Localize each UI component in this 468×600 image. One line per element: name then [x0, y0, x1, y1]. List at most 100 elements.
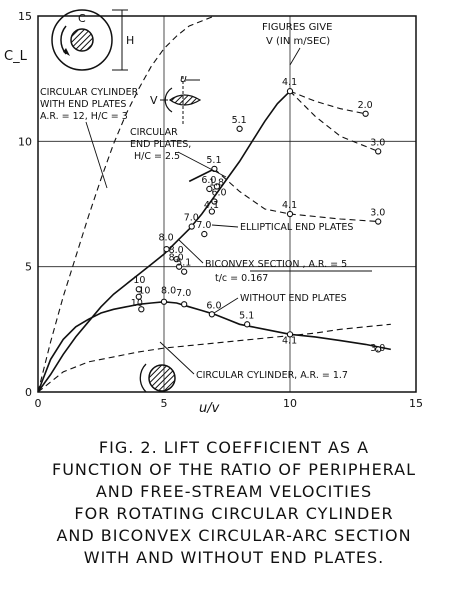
label-elliptical: ELLIPTICAL END PLATES: [240, 222, 353, 233]
data-point-6: [375, 218, 382, 225]
data-point-15: [175, 263, 183, 270]
x-tick-label-0: 0: [35, 397, 42, 410]
figures-note-line1: FIGURES GIVE: [262, 22, 332, 33]
caption-line-5: AND BICONVEX CIRCULAR-ARC SECTION: [56, 526, 412, 545]
x-tick-label-2: 10: [283, 397, 297, 410]
dim-c-label: C: [78, 12, 86, 25]
velocity-label-20: 8.0: [161, 285, 176, 296]
leader-circ-cylinder: [159, 341, 195, 375]
circular-cylinder-icon: [148, 364, 176, 392]
leader-circ-end-plates: [85, 121, 108, 189]
series-line-6: [289, 90, 379, 152]
y-tick-label-0: 0: [25, 386, 32, 399]
label-circular-end-plates-1: CIRCULAR: [130, 127, 178, 138]
biconvex-inset: u V: [150, 72, 202, 124]
dim-v-label: V: [150, 94, 158, 107]
end-plate-disc: [51, 9, 113, 71]
rotation-arrowhead-icon: [63, 48, 70, 56]
velocity-label-11: 7.0: [184, 213, 199, 224]
leader-lines: [85, 47, 372, 375]
velocity-label-12: 7.0: [196, 220, 211, 231]
data-point-11: [188, 223, 195, 230]
leader-elliptical: [211, 224, 239, 228]
data-point-16: [181, 268, 188, 275]
velocity-label-16: 5.1: [176, 258, 191, 269]
data-point-14: [173, 255, 180, 263]
velocity-label-24: 4.1: [282, 335, 297, 346]
circular-cylinder-inset: [139, 363, 176, 393]
caption-line-3: AND FREE-STREAM VELOCITIES: [95, 482, 373, 501]
data-point-3: [236, 125, 243, 132]
label-circ-end-plates-3: A.R. = 12, H/C = 3: [40, 111, 128, 122]
velocity-label-3: 5.1: [232, 115, 247, 126]
velocity-label-18: 10: [138, 285, 150, 296]
velocity-label-8: 1.8: [209, 177, 224, 188]
velocity-label-13: 8.0: [159, 233, 174, 244]
series-line-1: [37, 323, 391, 393]
figures-note-line2: V (IN m/SEC): [266, 36, 330, 47]
grid: [37, 15, 417, 393]
velocity-label-22: 6.0: [206, 300, 221, 311]
series-line-2: [37, 90, 291, 393]
caption-line-2: FUNCTION OF THE RATIO OF PERIPHERAL: [51, 460, 416, 479]
label-biconvex-1: BICONVEX SECTION , A.R. = 5: [205, 259, 347, 270]
series-line-4: [188, 168, 215, 183]
plot-frame: [37, 15, 417, 393]
data-point-2: [375, 148, 382, 155]
data-point-13: [163, 245, 170, 253]
data-point-25: [375, 346, 382, 353]
data-point-23: [244, 321, 251, 328]
leader-biconvex: [177, 238, 204, 264]
y-tick-label-1: 5: [25, 261, 32, 274]
velocity-label-5: 4.1: [282, 200, 297, 211]
data-point-5: [286, 210, 294, 218]
circular-cylinder-rotation-icon: [139, 363, 147, 393]
x-tick-label-1: 5: [161, 397, 168, 410]
label-biconvex-2: t/c = 0.167: [215, 273, 268, 284]
data-point-9: [211, 198, 218, 205]
label-without-end-plates: WITHOUT END PLATES: [240, 293, 347, 304]
data-point-21: [181, 301, 188, 308]
biconvex-section-icon: [168, 94, 202, 106]
caption-line-6: WITH AND WITHOUT END PLATES.: [83, 548, 385, 567]
velocity-label-10: 4.1: [204, 200, 219, 211]
x-axis-title: u/v: [199, 401, 220, 416]
data-point-17: [135, 286, 142, 293]
label-circular-cylinder: CIRCULAR CYLINDER, A.R. = 1.7: [196, 370, 348, 381]
series-line-5: [289, 90, 366, 115]
point-label-group: 4.12.03.05.15.14.13.06.01.86.04.17.07.08…: [131, 77, 386, 354]
velocity-label-1: 2.0: [358, 100, 373, 111]
data-point-1: [362, 110, 369, 117]
data-point-7: [206, 185, 213, 193]
data-point-20: [160, 298, 168, 305]
y-tick-label-2: 10: [18, 135, 32, 148]
data-point-0: [286, 88, 294, 95]
data-point-18: [135, 293, 142, 300]
dim-h-label: H: [126, 34, 134, 47]
dim-u-label: u: [180, 72, 187, 85]
leader-circular-end-plates: [177, 151, 227, 178]
series-line-0: [37, 15, 215, 393]
velocity-label-23: 5.1: [239, 310, 254, 321]
cylinder-section-icon: [70, 28, 94, 52]
velocity-label-21: 7.0: [176, 288, 191, 299]
y-axis-title: C_L: [4, 49, 28, 64]
data-point-24: [286, 331, 294, 338]
data-point-8: [213, 183, 221, 190]
leader-figures-note: [289, 47, 301, 66]
end-plate-inset: C H: [51, 9, 134, 71]
data-point-22: [208, 311, 216, 318]
velocity-label-0: 4.1: [282, 77, 297, 88]
velocity-label-19: 10: [131, 298, 143, 309]
velocity-label-7: 6.0: [201, 175, 216, 186]
x-tick-label-3: 15: [409, 397, 423, 410]
velocity-label-25: 3.0: [370, 343, 385, 354]
caption-line-1: FIG. 2. LIFT COEFFICIENT AS A: [98, 438, 370, 457]
velocity-label-15: 8.0: [169, 253, 184, 264]
label-circular-end-plates-2: END PLATES,: [130, 139, 191, 150]
leader-without: [213, 297, 239, 314]
velocity-label-2: 3.0: [370, 137, 385, 148]
label-circ-end-plates-1: CIRCULAR CYLINDER: [40, 87, 139, 98]
